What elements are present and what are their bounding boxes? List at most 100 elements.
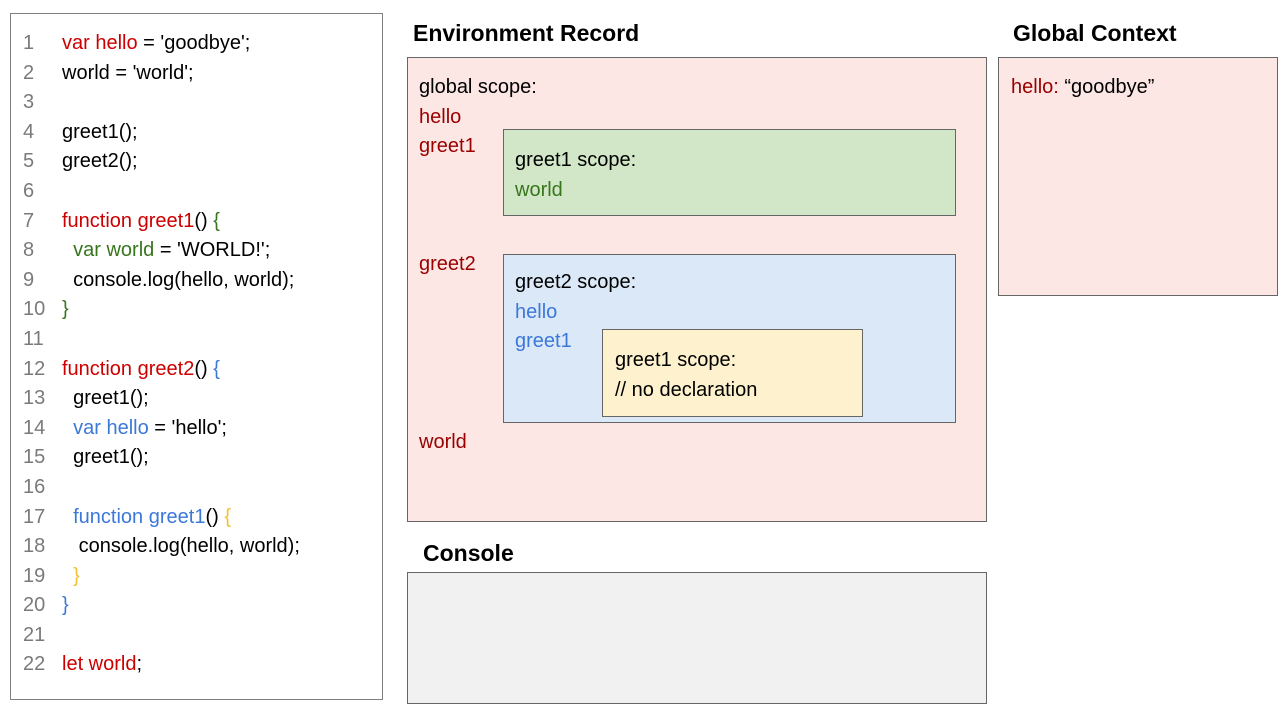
code-segment: function greet1 (73, 505, 206, 528)
inner-greet1-scope-comment: // no declaration (615, 378, 758, 401)
code-line-16: 16 (11, 473, 382, 503)
greet1-scope-label: greet1 scope: (515, 149, 637, 171)
greet2-scope-var-hello: hello (515, 300, 558, 323)
code-text: greet1(); (62, 384, 149, 414)
environment-record-title: Environment Record (413, 20, 640, 46)
code-segment: greet2(); (62, 150, 138, 173)
line-number: 6 (23, 179, 35, 202)
code-segment: greet1(); (62, 387, 149, 410)
global-var-greet2: greet2 (419, 253, 476, 275)
line-number: 5 (23, 150, 35, 173)
line-number: 14 (23, 416, 46, 439)
line-number: 17 (23, 505, 46, 528)
code-text: function greet1() { (62, 207, 220, 237)
line-number: 1 (23, 32, 35, 54)
code-segment: } (62, 594, 69, 617)
line-number: 3 (23, 91, 35, 114)
line-number: 13 (23, 387, 46, 410)
code-text: } (62, 295, 69, 325)
code-text: function greet1() { (62, 503, 231, 533)
greet2-scope-label: greet2 scope: (515, 271, 637, 293)
code-line-20: 20} (11, 591, 382, 621)
code-text: var hello = 'goodbye'; (62, 29, 250, 59)
code-line-11: 11 (11, 325, 382, 355)
code-segment: function greet2 (62, 357, 195, 380)
code-segment: { (224, 505, 232, 528)
code-line-17: 17 function greet1() { (11, 503, 382, 533)
line-number: 15 (23, 446, 46, 469)
code-line-14: 14 var hello = 'hello'; (11, 414, 382, 444)
code-line-8: 8 var world = 'WORLD!'; (11, 236, 382, 266)
line-number: 12 (23, 357, 46, 380)
global-scope-labels: global scope: hello greet1 (419, 73, 537, 162)
code-text: } (62, 562, 80, 592)
code-line-21: 21 (11, 621, 382, 651)
console-output-box (407, 572, 987, 704)
code-segment: () (194, 357, 214, 380)
global-context-entry-key: hello: (1011, 76, 1059, 98)
code-text: var hello = 'hello'; (62, 414, 227, 444)
code-text: } (62, 591, 69, 621)
inner-greet1-scope-label: greet1 scope: (615, 349, 737, 371)
code-line-12: 12 function greet2() { (11, 355, 382, 385)
code-segment: var hello (62, 32, 138, 54)
code-segment: ; (136, 653, 143, 676)
code-segment (62, 239, 73, 261)
line-number: 19 (23, 564, 46, 587)
code-line-10: 10} (11, 295, 382, 325)
code-line-1: 1 var hello = 'goodbye'; (11, 29, 382, 59)
line-number: 11 (23, 327, 44, 350)
line-number: 22 (23, 653, 46, 676)
global-context-box: hello: “goodbye” (998, 57, 1278, 296)
code-line-18: 18 console.log(hello, world); (11, 532, 382, 562)
code-line-19: 19 } (11, 562, 382, 592)
code-segment (62, 417, 73, 439)
code-line-6: 6 (11, 177, 382, 207)
line-number: 21 (23, 623, 46, 646)
code-segment: } (73, 564, 80, 587)
inner-greet1-scope-box: greet1 scope: // no declaration (602, 329, 863, 417)
code-text: world = 'world'; (62, 59, 194, 89)
code-segment: var world (73, 239, 155, 262)
code-segment: { (213, 357, 220, 380)
code-line-5: 5 greet2(); (11, 147, 382, 177)
code-text: console.log(hello, world); (62, 532, 300, 562)
code-line-9: 9 console.log(hello, world); (11, 266, 382, 296)
code-line-13: 13 greet1(); (11, 384, 382, 414)
code-panel: 1 var hello = 'goodbye'; 2 world = 'world';… (10, 13, 383, 700)
line-number: 8 (23, 239, 35, 262)
code-segment: () (194, 209, 214, 232)
global-var-greet1: greet1 (419, 135, 476, 157)
greet1-scope-var-world: world (515, 178, 563, 201)
line-number: 9 (23, 268, 35, 291)
code-text: console.log(hello, world); (62, 266, 294, 296)
global-context-entry: hello: “goodbye” (1011, 73, 1277, 103)
code-text: greet2(); (62, 147, 138, 177)
console-title: Console (423, 540, 514, 566)
code-line-2: 2 world = 'world'; (11, 59, 382, 89)
greet2-scope-var-greet1: greet1 (515, 330, 572, 352)
code-segment: = 'hello'; (148, 416, 227, 439)
code-text: greet1(); (62, 443, 149, 473)
code-segment: world = 'world'; (62, 61, 194, 84)
code-text: function greet2() { (62, 355, 220, 385)
code-line-15: 15 greet1(); (11, 443, 382, 473)
code-segment: = 'goodbye'; (137, 32, 251, 54)
code-line-22: 22 let world; (11, 650, 382, 680)
code-text: let world; (62, 650, 142, 680)
global-context-entry-value: “goodbye” (1058, 76, 1155, 98)
line-number: 18 (23, 535, 46, 558)
line-number: 2 (23, 61, 35, 84)
code-segment: console.log(hello, world); (62, 535, 300, 558)
line-number: 20 (23, 594, 46, 617)
line-number: 7 (23, 209, 35, 232)
code-line-3: 3 (11, 88, 382, 118)
code-segment (62, 565, 73, 587)
code-text: greet1(); (62, 118, 138, 148)
code-segment: = 'WORLD!'; (154, 239, 271, 262)
code-segment: console.log(hello, world); (62, 268, 295, 291)
code-text: var world = 'WORLD!'; (62, 236, 270, 266)
code-line-4: 4 greet1(); (11, 118, 382, 148)
line-number: 4 (23, 120, 35, 143)
